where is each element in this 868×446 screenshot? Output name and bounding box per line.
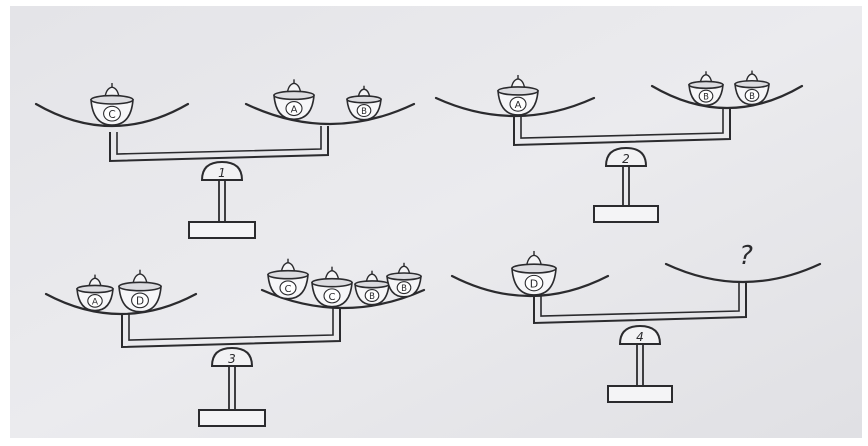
scale-4-left-pan <box>450 274 610 297</box>
scale-1-right-weight-A: A <box>273 79 315 121</box>
scale-1-left-weight-C: C <box>90 83 134 126</box>
scale-1-right-pan <box>244 102 416 126</box>
scale-2-right-pan <box>650 84 804 109</box>
scale-2-right-weight-B: B <box>688 71 724 107</box>
weight-letter: B <box>361 107 367 117</box>
weight-letter: C <box>108 109 115 121</box>
scale-4-base <box>607 385 673 403</box>
scale-3-left-pan <box>44 292 198 315</box>
scale-4-fulcrum <box>618 324 662 345</box>
scale-4-beam <box>533 282 747 325</box>
scale-4-left-weight-D: D <box>511 250 557 296</box>
scale-2-fulcrum <box>604 146 648 167</box>
scale-3-right-weight-C: C <box>267 258 309 300</box>
scale-1-left-pan <box>34 102 190 127</box>
scale-3-left-weight-D: D <box>118 269 162 313</box>
weight-letter: A <box>291 105 298 116</box>
scale-4-question-mark: ? <box>739 241 753 271</box>
scale-4-right-pan <box>664 262 822 283</box>
weight-letter: D <box>530 277 538 290</box>
scale-2-left-weight-A: A <box>497 74 539 116</box>
scale-1-fulcrum <box>200 160 244 181</box>
scale-3-right-weight-B: B <box>354 270 390 306</box>
weight-letter: B <box>703 92 709 102</box>
scale-4-number: 4 <box>636 330 644 344</box>
weight-letter: D <box>136 296 144 308</box>
scale-1-base <box>188 221 256 239</box>
weight-letter: A <box>515 100 522 111</box>
weight-letter: B <box>369 292 375 302</box>
weight-letter: B <box>749 92 755 102</box>
scale-3-beam <box>121 308 341 349</box>
weight-letter: C <box>329 292 336 303</box>
scale-2-right-weight-B: B <box>734 70 770 106</box>
weight-letter: A <box>92 297 99 307</box>
scale-2-number: 2 <box>622 152 630 166</box>
scale-3-number: 3 <box>228 352 236 366</box>
weight-letter: B <box>401 284 407 294</box>
scale-3-right-weight-B: B <box>386 262 422 298</box>
scale-2-base <box>593 205 659 223</box>
scale-2-beam <box>513 108 731 147</box>
scale-1-number: 1 <box>218 166 226 180</box>
scale-3-fulcrum <box>210 346 254 367</box>
scale-3-right-weight-C: C <box>311 266 353 308</box>
scale-3-left-weight-A: A <box>76 274 114 312</box>
scale-1-right-weight-B: B <box>346 85 382 121</box>
scale-1-beam <box>109 126 329 163</box>
weight-letter: C <box>285 284 292 295</box>
scale-3-base <box>198 409 266 427</box>
paper-sheet <box>10 6 862 438</box>
